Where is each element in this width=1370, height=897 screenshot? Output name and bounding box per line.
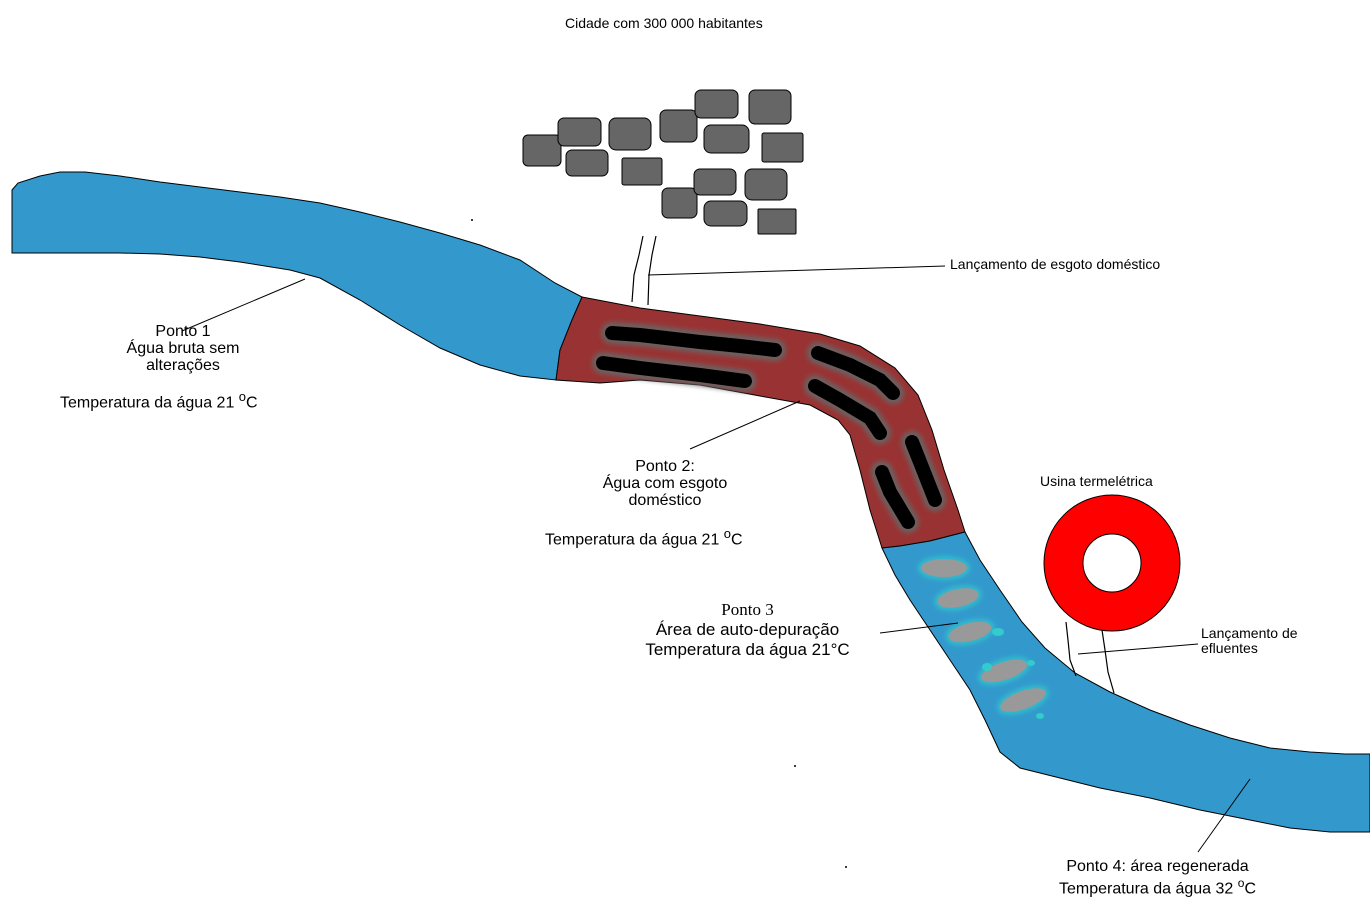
ponto1-temperature: Temperatura da água 21 oC bbox=[60, 388, 258, 411]
ponto2-desc-line2: doméstico bbox=[580, 492, 750, 509]
ponto2-desc-line1: Água com esgoto bbox=[580, 475, 750, 492]
sewage-pipes bbox=[632, 236, 656, 305]
ponto3-desc: Área de auto-depuração bbox=[610, 620, 885, 640]
plant-label: Usina termelétrica bbox=[1040, 473, 1153, 490]
ponto1-label: Ponto 1 Água bruta sem alterações bbox=[98, 323, 268, 374]
ponto1-desc-line1: Água bruta sem bbox=[98, 340, 268, 357]
effluent-label-line2: efluentes bbox=[1201, 641, 1298, 656]
effluent-label: Lançamento de efluentes bbox=[1201, 626, 1298, 656]
ponto3-name: Ponto 3 bbox=[610, 600, 885, 620]
effluent-label-line1: Lançamento de bbox=[1201, 626, 1298, 641]
ponto1-desc-line2: alterações bbox=[98, 357, 268, 374]
sewage-discharge-label: Lançamento de esgoto doméstico bbox=[950, 256, 1160, 273]
ponto2-label: Ponto 2: Água com esgoto doméstico bbox=[580, 458, 750, 509]
city-buildings bbox=[523, 90, 803, 234]
ponto1-name: Ponto 1 bbox=[98, 323, 268, 340]
ponto2-name: Ponto 2: bbox=[580, 458, 750, 475]
ponto4-name: Ponto 4: área regenerada bbox=[1030, 858, 1285, 875]
diagram-title: Cidade com 300 000 habitantes bbox=[565, 15, 763, 32]
thermal-plant-ring bbox=[1044, 495, 1180, 631]
ponto3-label: Ponto 3 Área de auto-depuração Temperatu… bbox=[610, 600, 885, 660]
ponto3-temperature: Temperatura da água 21°C bbox=[610, 640, 885, 660]
ponto2-temperature: Temperatura da água 21 oC bbox=[545, 525, 743, 548]
ponto4-label: Ponto 4: área regenerada Temperatura da … bbox=[1030, 858, 1285, 897]
ponto4-temperature: Temperatura da água 32 oC bbox=[1030, 875, 1285, 897]
